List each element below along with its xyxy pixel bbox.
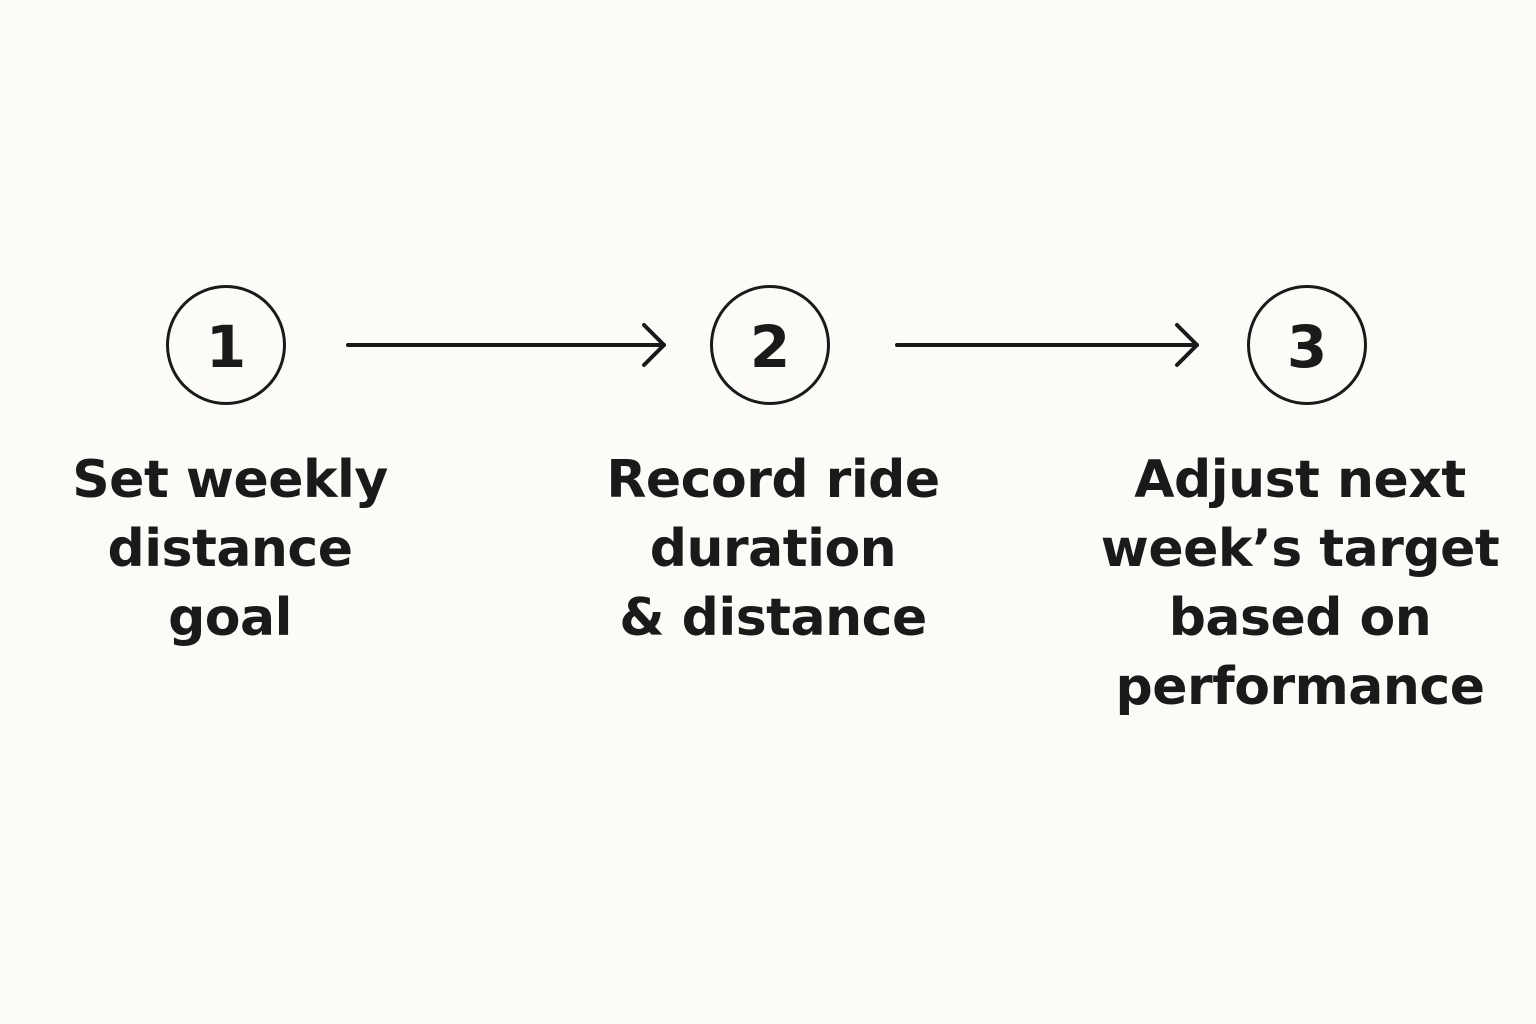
step-2-label-line: duration bbox=[649, 519, 897, 579]
step-2-label-line: & distance bbox=[619, 588, 927, 648]
step-1-number: 1 bbox=[205, 313, 247, 381]
step-3-label-line: performance bbox=[1115, 657, 1485, 717]
step-2-label-line: Record ride bbox=[606, 450, 940, 510]
step-2-circle: 2 bbox=[710, 285, 830, 405]
step-2-number: 2 bbox=[749, 313, 791, 381]
step-3-number: 3 bbox=[1286, 313, 1328, 381]
step-3-label-line: Adjust next bbox=[1134, 450, 1466, 510]
step-1-label-line: Set weekly bbox=[72, 450, 388, 510]
step-3-label-line: based on bbox=[1168, 588, 1432, 648]
step-1-circle: 1 bbox=[166, 285, 286, 405]
arrow-right-icon bbox=[346, 323, 666, 367]
step-2-label: Record ride duration & distance bbox=[568, 446, 978, 653]
step-1-label-line: distance bbox=[107, 519, 353, 579]
arrowhead bbox=[642, 323, 666, 367]
step-1-label: Set weekly distance goal bbox=[40, 446, 420, 653]
arrow-right-icon bbox=[895, 323, 1199, 367]
arrowhead bbox=[1175, 323, 1199, 367]
step-3-circle: 3 bbox=[1247, 285, 1367, 405]
step-1-label-line: goal bbox=[168, 588, 292, 648]
step-3-label-line: week’s target bbox=[1100, 519, 1500, 579]
step-3-label: Adjust next week’s target based on perfo… bbox=[1095, 446, 1505, 722]
